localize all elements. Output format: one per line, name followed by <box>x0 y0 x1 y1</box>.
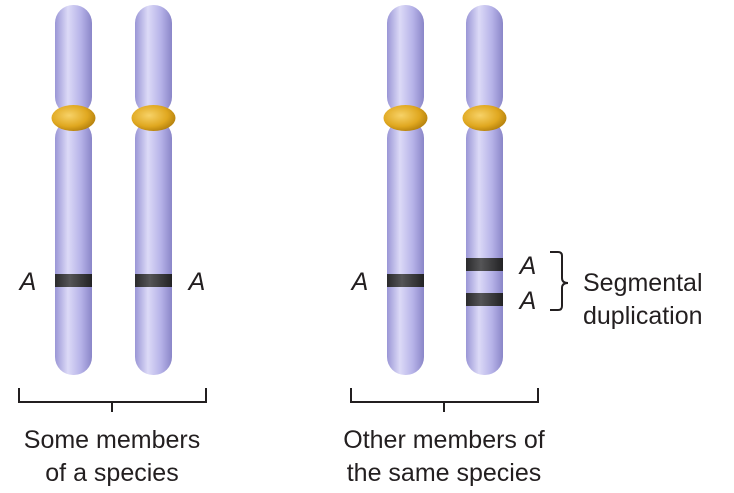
chromosome-4-band-a-bottom <box>466 293 503 306</box>
chromosome-4-long-arm <box>466 120 503 375</box>
chromosome-2-centromere <box>131 105 176 131</box>
chromosome-4-centromere <box>462 105 507 131</box>
chromosome-4-allele-label-top: A <box>518 252 537 280</box>
chromosome-4-allele-label-bottom: A <box>518 287 537 315</box>
left-group-caption-line1: Some members <box>24 426 200 454</box>
chromosome-1-band-a <box>55 274 92 287</box>
chromosome-2-short-arm <box>135 5 172 115</box>
chromosome-3: A <box>350 5 428 375</box>
duplication-brace <box>550 251 569 311</box>
duplication-label-line2: duplication <box>583 302 703 330</box>
chromosome-4-short-arm <box>466 5 503 115</box>
left-group-bracket <box>18 388 207 412</box>
right-group-caption-line1: Other members of <box>343 426 545 454</box>
chromosome-2: A <box>131 5 206 375</box>
chromosome-3-long-arm <box>387 120 424 375</box>
chromosome-2-long-arm <box>135 120 172 375</box>
chromosome-3-short-arm <box>387 5 424 115</box>
chromosome-2-band-a <box>135 274 172 287</box>
chromosome-1: A <box>18 5 96 375</box>
chromosome-2-allele-label: A <box>187 268 206 296</box>
chromosome-1-short-arm <box>55 5 92 115</box>
left-group-caption-line2: of a species <box>45 459 178 487</box>
chromosome-1-centromere <box>51 105 96 131</box>
chromosome-3-centromere <box>383 105 428 131</box>
chromosome-4: A A <box>462 5 537 375</box>
right-group-caption-line2: the same species <box>347 459 542 487</box>
chromosome-3-band-a <box>387 274 424 287</box>
chromosome-1-allele-label: A <box>18 268 37 296</box>
right-group-bracket <box>350 388 539 412</box>
chromosome-1-long-arm <box>55 120 92 375</box>
duplication-label-line1: Segmental <box>583 269 703 297</box>
chromosome-3-allele-label: A <box>350 268 369 296</box>
chromosome-4-band-a-top <box>466 258 503 271</box>
